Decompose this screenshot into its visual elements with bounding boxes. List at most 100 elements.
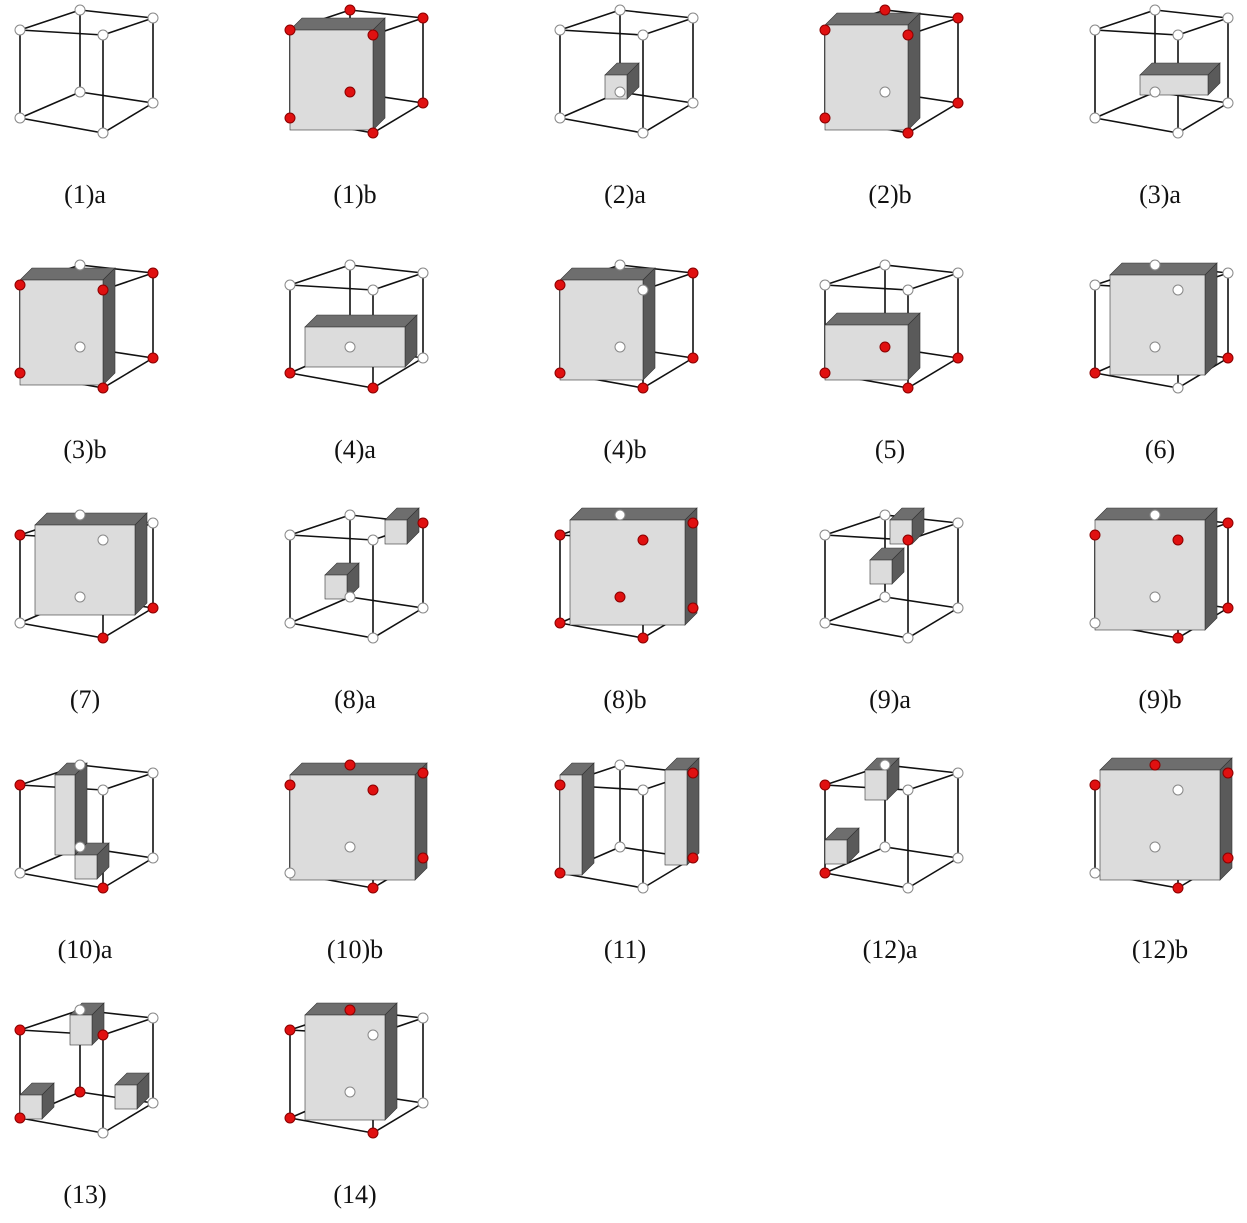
cube-edge <box>290 623 373 638</box>
vertex-marked <box>1173 633 1183 643</box>
cube-diagram <box>810 255 970 405</box>
surface-front-face <box>570 520 685 625</box>
vertex-unmarked <box>953 518 963 528</box>
vertex-marked <box>615 592 625 602</box>
vertex-marked <box>953 353 963 363</box>
vertex-marked <box>285 780 295 790</box>
cube-diagram <box>275 1000 435 1150</box>
case-panel: (2)a <box>545 0 705 220</box>
vertex-unmarked <box>638 128 648 138</box>
vertex-marked <box>903 128 913 138</box>
surface-front-face <box>865 770 887 800</box>
cube-diagram <box>5 255 165 405</box>
vertex-unmarked <box>15 618 25 628</box>
vertex-unmarked <box>615 342 625 352</box>
vertex-marked <box>15 1113 25 1123</box>
cube-diagram <box>810 0 970 150</box>
case-panel: (3)b <box>5 255 165 475</box>
case-panel: (1)a <box>5 0 165 220</box>
cube-edge <box>290 597 350 623</box>
surface-top-face <box>1140 63 1220 75</box>
vertex-marked <box>285 25 295 35</box>
case-label: (8)b <box>545 685 705 715</box>
surface-front-face <box>1095 520 1205 630</box>
cube-diagram <box>1080 755 1240 905</box>
case-label: (11) <box>545 935 705 965</box>
vertex-marked <box>285 113 295 123</box>
case-panel: (4)a <box>275 255 435 475</box>
cube-edge <box>103 103 153 133</box>
case-panel: (10)b <box>275 755 435 975</box>
cube-edge <box>80 92 153 103</box>
vertex-marked <box>1223 353 1233 363</box>
case-panel: (11) <box>545 755 705 975</box>
cube-edge <box>20 10 80 30</box>
vertex-unmarked <box>903 883 913 893</box>
cube-edge <box>103 858 153 888</box>
vertex-marked <box>1223 518 1233 528</box>
vertex-marked <box>1223 853 1233 863</box>
vertex-unmarked <box>880 842 890 852</box>
vertex-unmarked <box>285 530 295 540</box>
cube-edge <box>1095 92 1155 118</box>
vertex-marked <box>15 280 25 290</box>
vertex-unmarked <box>638 30 648 40</box>
case-label: (1)a <box>5 180 165 210</box>
vertex-unmarked <box>98 1128 108 1138</box>
cube-edge <box>20 92 80 118</box>
cube-diagram <box>545 505 705 655</box>
vertex-marked <box>75 1087 85 1097</box>
case-panel: (12)a <box>810 755 970 975</box>
case-label: (1)b <box>275 180 435 210</box>
surface-front-face <box>870 560 892 584</box>
case-label: (4)b <box>545 435 705 465</box>
cube-edge <box>103 18 153 35</box>
cube-edge <box>825 515 885 535</box>
vertex-marked <box>820 780 830 790</box>
surface-side-face <box>135 513 147 615</box>
vertex-marked <box>1090 368 1100 378</box>
vertex-marked <box>368 883 378 893</box>
cube-diagram <box>275 505 435 655</box>
vertex-marked <box>638 633 648 643</box>
vertex-marked <box>368 785 378 795</box>
vertex-unmarked <box>15 868 25 878</box>
vertex-unmarked <box>880 592 890 602</box>
vertex-unmarked <box>345 342 355 352</box>
cube-edge <box>103 773 153 790</box>
case-label: (7) <box>5 685 165 715</box>
vertex-marked <box>98 285 108 295</box>
cube-diagram <box>545 255 705 405</box>
surface-front-face <box>290 30 373 130</box>
cube-edge <box>350 10 423 18</box>
vertex-unmarked <box>368 1030 378 1040</box>
surface-front-face <box>75 855 97 879</box>
vertex-unmarked <box>75 5 85 15</box>
vertex-marked <box>1173 883 1183 893</box>
surface-side-face <box>908 313 920 380</box>
vertex-unmarked <box>1173 30 1183 40</box>
cube-edge <box>885 597 958 608</box>
case-label: (2)a <box>545 180 705 210</box>
vertex-marked <box>688 268 698 278</box>
vertex-marked <box>418 13 428 23</box>
vertex-unmarked <box>98 128 108 138</box>
vertex-unmarked <box>418 268 428 278</box>
cube-edge <box>825 597 885 623</box>
vertex-unmarked <box>688 13 698 23</box>
case-panel: (6) <box>1080 255 1240 475</box>
case-label: (5) <box>810 435 970 465</box>
vertex-marked <box>148 603 158 613</box>
vertex-unmarked <box>75 342 85 352</box>
surface-top-face <box>305 315 417 327</box>
surface-front-face <box>825 325 908 380</box>
vertex-unmarked <box>1150 842 1160 852</box>
vertex-marked <box>418 518 428 528</box>
vertex-unmarked <box>368 285 378 295</box>
vertex-unmarked <box>1173 128 1183 138</box>
vertex-unmarked <box>638 785 648 795</box>
surface-front-face <box>825 25 908 130</box>
cube-edge <box>908 773 958 790</box>
cube-edge <box>1095 30 1178 35</box>
vertex-marked <box>15 1025 25 1035</box>
